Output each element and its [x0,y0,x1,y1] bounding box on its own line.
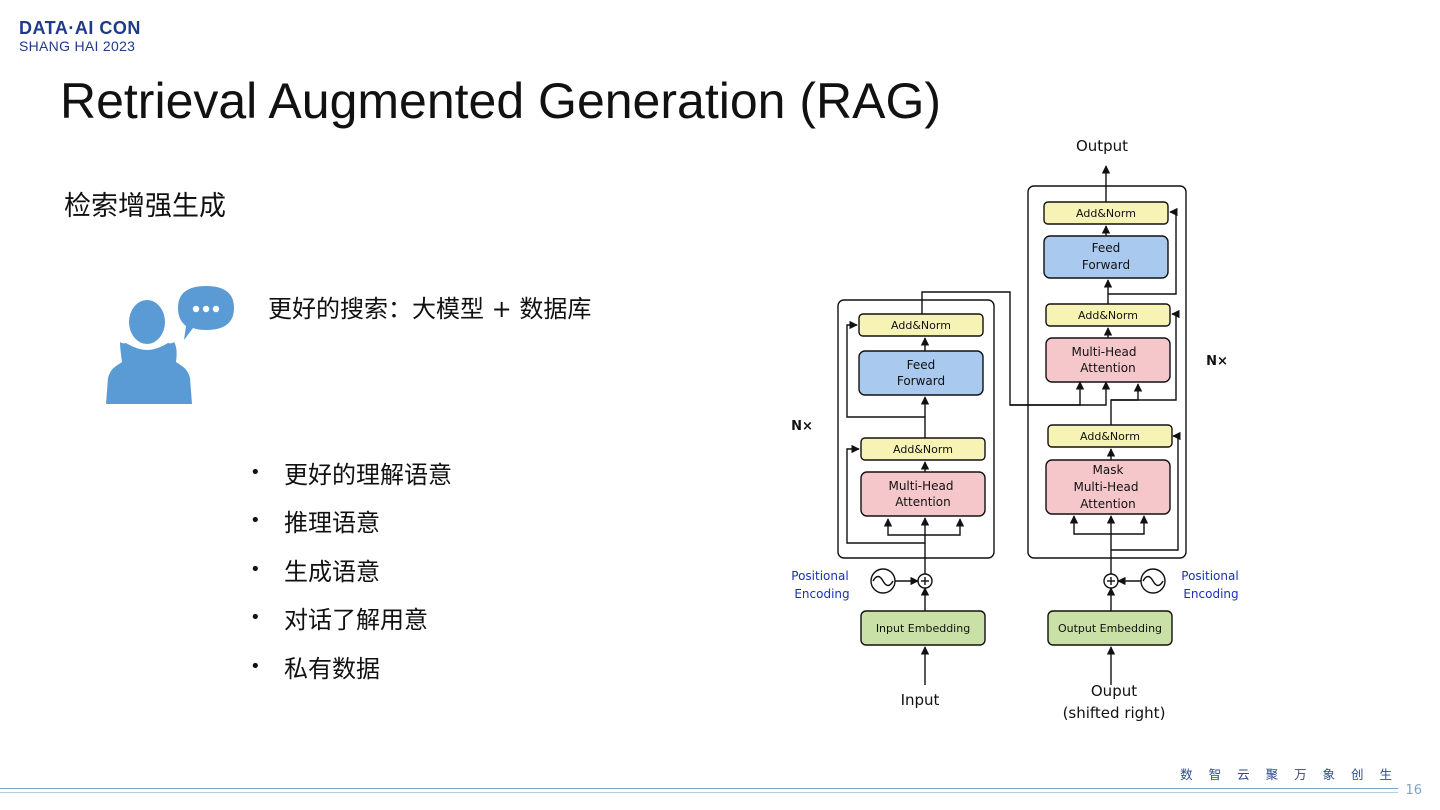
enc-mha-label-1: Multi-Head [888,479,953,493]
bullet-dot: • [250,607,261,629]
dec-addnorm-bottom-box [1047,424,1173,448]
dec-ff-label-1: Feed [1092,241,1121,255]
dec-mha-label-2: Attention [1080,361,1135,375]
enc-addnorm-top-box [858,313,984,337]
bullet-text: 推理语意 [284,509,380,538]
bullet-dot: • [250,510,261,532]
list-item: • 更好的理解语意 [250,448,452,497]
brand-logo: DATA·AI CON SHANG HAI 2023 [19,18,141,55]
transformer-diagram: Output Add&Norm Feed Forward Add&Norm Mu… [791,137,1239,722]
enc-feedforward-box [858,350,984,396]
dec-n-label: N× [1206,354,1228,369]
enc-addnorm-top-label: Add&Norm [891,319,951,332]
dec-mha-label-1: Multi-Head [1071,345,1136,359]
input-embedding-label: Input Embedding [876,622,970,635]
dec-mask-label-1: Mask [1093,463,1124,477]
page-number: 16 [1405,783,1422,798]
dec-mask-label-3: Attention [1080,497,1135,511]
headline: 更好的搜索：大模型 + 数据库 [268,295,592,323]
output-embedding-label: Output Embedding [1058,622,1162,635]
list-item: • 私有数据 [250,642,452,691]
enc-n-label: N× [791,419,813,434]
bullet-list: • 更好的理解语意 • 推理语意 • 生成语意 • 对话了解用意 • 私有数据 [250,448,452,691]
dec-addnorm-top-label: Add&Norm [1076,207,1136,220]
bullet-dot: • [250,461,261,483]
pos-enc-right-label-2: Encoding [1183,587,1238,601]
bullet-text: 私有数据 [284,654,380,683]
bullet-dot: • [250,655,261,677]
dec-ff-label-2: Forward [1082,258,1130,272]
bullet-dot: • [250,558,261,580]
logo-line-1: DATA·AI CON [19,18,141,38]
footer-slogan: 数 智 云 聚 万 象 创 生 [1180,767,1398,782]
output-label: Output [1076,137,1128,155]
footer-divider [0,788,1398,793]
slide-subtitle: 检索增强生成 [64,191,226,222]
input-label: Input [901,691,940,709]
enc-mha-label-2: Attention [895,495,950,509]
enc-addnorm-bottom-label: Add&Norm [893,443,953,456]
bullet-text: 对话了解用意 [284,606,428,635]
dec-mask-label-2: Multi-Head [1073,480,1138,494]
dec-addnorm-bottom-label: Add&Norm [1080,430,1140,443]
pos-enc-left-label-2: Encoding [794,587,849,601]
pos-enc-right-label-1: Positional [1181,569,1238,583]
output-embedding-box [1047,610,1173,646]
ouput-label-1: Ouput [1091,682,1137,700]
input-embedding-box [860,610,986,646]
dec-addnorm-mid-label: Add&Norm [1078,309,1138,322]
encoder-stack [837,299,995,559]
enc-attention-box [860,471,986,517]
ouput-label-2: (shifted right) [1063,704,1166,722]
slide-title: Retrieval Augmented Generation (RAG) [60,73,941,129]
bullet-text: 更好的理解语意 [284,460,452,489]
bullet-text: 生成语意 [284,557,380,586]
pos-enc-left-label-1: Positional [791,569,848,583]
list-item: • 对话了解用意 [250,594,452,643]
decoder-stack [1027,185,1187,559]
list-item: • 生成语意 [250,545,452,594]
person-speech-icon [106,286,234,404]
enc-ff-label-2: Forward [897,374,945,388]
dec-mask-attention-box [1045,459,1171,515]
enc-ff-label-1: Feed [907,358,936,372]
list-item: • 推理语意 [250,497,452,546]
enc-addnorm-bottom-box [860,437,986,461]
logo-line-2: SHANG HAI 2023 [19,38,136,54]
